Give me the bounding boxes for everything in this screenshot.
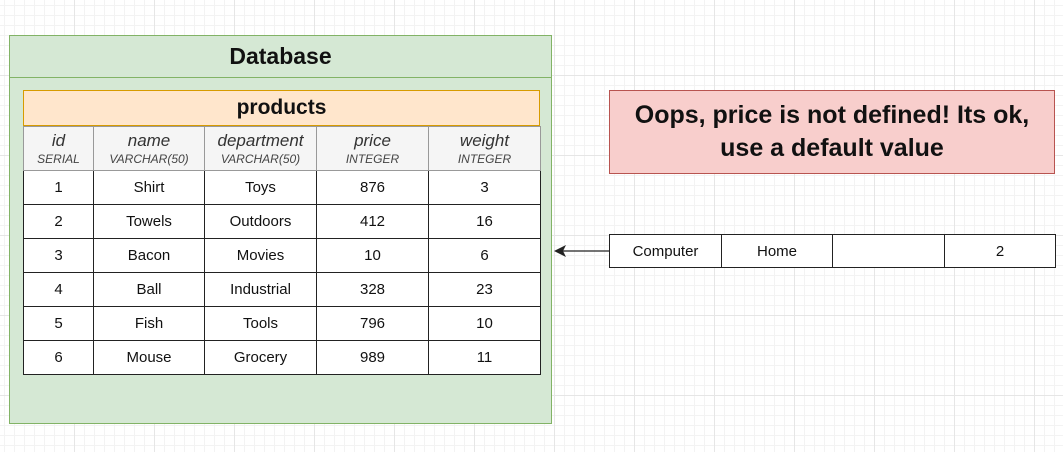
column-type: INTEGER — [457, 151, 512, 166]
table-cell: 6 — [23, 340, 94, 375]
table-cell: Mouse — [93, 340, 205, 375]
column-name: weight — [459, 130, 510, 150]
table-cell: 3 — [428, 170, 541, 205]
table-row: 1 Shirt Toys 876 3 — [23, 170, 541, 205]
new-row: Computer Home 2 — [609, 234, 1056, 268]
note-line-1: Oops, price is not defined! Its ok, — [634, 101, 1030, 129]
new-row-cell-price — [832, 234, 945, 268]
table-cell: Ball — [93, 272, 205, 307]
table-cell: Industrial — [204, 272, 317, 307]
table-cell: 328 — [316, 272, 429, 307]
table-cell: 16 — [428, 204, 541, 239]
table-row: 3 Bacon Movies 10 6 — [23, 238, 541, 273]
table-name: products — [23, 90, 540, 126]
table-cell: 1 — [23, 170, 94, 205]
table-cell: 6 — [428, 238, 541, 273]
column-type: INTEGER — [345, 151, 400, 166]
table-cell: 989 — [316, 340, 429, 375]
table-cell: 412 — [316, 204, 429, 239]
column-type: VARCHAR(50) — [109, 151, 189, 166]
column-name: department — [217, 130, 304, 150]
new-row-cell-weight: 2 — [944, 234, 1056, 268]
table-cell: Fish — [93, 306, 205, 341]
table-cell: 2 — [23, 204, 94, 239]
column-type: SERIAL — [37, 151, 80, 166]
column-name: id — [51, 130, 66, 150]
table-cell: 10 — [428, 306, 541, 341]
new-row-cells: Computer Home 2 — [609, 234, 1056, 268]
table-cell: 11 — [428, 340, 541, 375]
column-type: VARCHAR(50) — [220, 151, 301, 166]
table-cell: Bacon — [93, 238, 205, 273]
table-cell: 796 — [316, 306, 429, 341]
table-row: 6 Mouse Grocery 989 11 — [23, 340, 541, 375]
table-cell: 10 — [316, 238, 429, 273]
table-cell: 4 — [23, 272, 94, 307]
table-cell: Towels — [93, 204, 205, 239]
table-row: 2 Towels Outdoors 412 16 — [23, 204, 541, 239]
insert-arrow-icon — [554, 245, 609, 257]
table-cell: Outdoors — [204, 204, 317, 239]
note-line-2: use a default value — [720, 134, 944, 162]
database-title: Database — [10, 36, 551, 78]
table-cell: 5 — [23, 306, 94, 341]
column-name: name — [127, 130, 171, 150]
table-row: 5 Fish Tools 796 10 — [23, 306, 541, 341]
table-cell: 876 — [316, 170, 429, 205]
new-row-cell-name: Computer — [609, 234, 722, 268]
default-value-note: Oops, price is not defined! Its ok, use … — [609, 90, 1055, 174]
table-cell: Grocery — [204, 340, 317, 375]
column-name: price — [354, 130, 391, 150]
table-cell: Toys — [204, 170, 317, 205]
table-cell: Shirt — [93, 170, 205, 205]
new-row-cell-department: Home — [721, 234, 833, 268]
table-cell: 3 — [23, 238, 94, 273]
table-row: 4 Ball Industrial 328 23 — [23, 272, 541, 307]
table-cell: Tools — [204, 306, 317, 341]
table-cell: 23 — [428, 272, 541, 307]
table-cell: Movies — [204, 238, 317, 273]
